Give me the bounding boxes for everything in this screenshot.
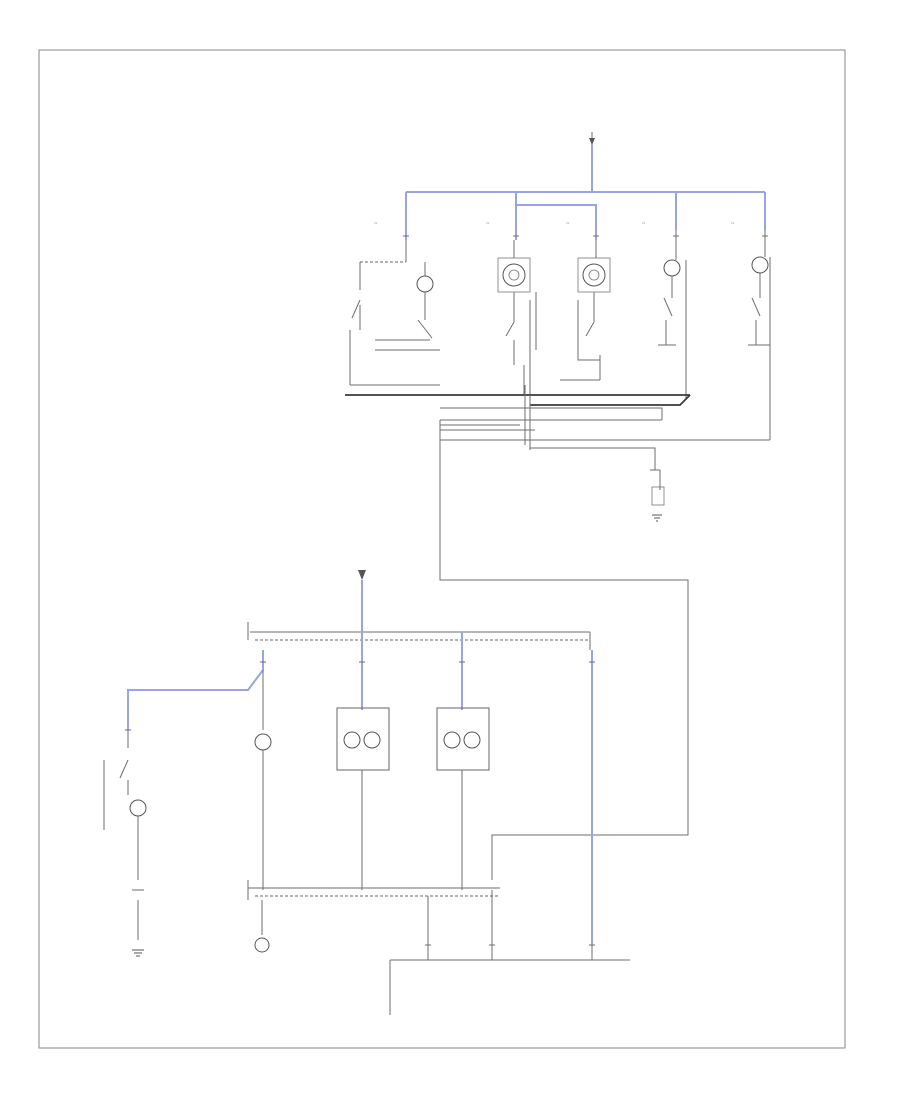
lower-light-box-3 [436,707,490,890]
bulb-icon [751,256,769,274]
bulb-icon [343,731,361,749]
lower-power-source [335,544,381,580]
bulb-icon [363,731,381,749]
upper-light-col-3 [560,240,611,381]
upper-light-col-2 [497,240,537,420]
diagram-frame [38,49,846,1049]
upper-light-col-4 [658,236,687,400]
lower-light-box-2 [336,707,390,890]
bulb-icon [254,937,270,953]
ground-icon [132,949,144,957]
bulb-icon [129,799,147,817]
lower-light-1 [254,670,272,890]
bulb-icon [416,275,434,293]
bulb-icon [463,731,481,749]
bulb-icon [663,259,681,277]
svg-text:C1: C1 [566,221,570,225]
upper-connector-marks: C1 C1 C1 C1 C1 [374,221,768,237]
lower-blue-wires [127,628,593,945]
bulb-icon [443,731,461,749]
bulb-icon [502,263,526,287]
lower-top-bus [247,622,591,650]
upper-section: C1 C1 C1 C1 C1 [345,116,771,880]
svg-text:C1: C1 [731,221,735,225]
svg-text:C1: C1 [642,221,646,225]
svg-text:C1: C1 [486,221,490,225]
bulb-icon [254,733,272,751]
lower-bottom-bus [247,880,500,900]
upper-power-source [565,116,601,145]
upper-blue-trunk [405,145,766,240]
ground-icon [652,514,662,522]
lower-section [103,544,630,1015]
lower-left-light [103,730,147,957]
svg-text:C1: C1 [374,221,378,225]
upper-dark-bus [345,394,691,406]
bulb-icon [582,263,606,287]
upper-light-col-1 [349,240,440,386]
upper-light-col-5 [748,236,771,440]
upper-to-lower-wire [439,420,689,880]
